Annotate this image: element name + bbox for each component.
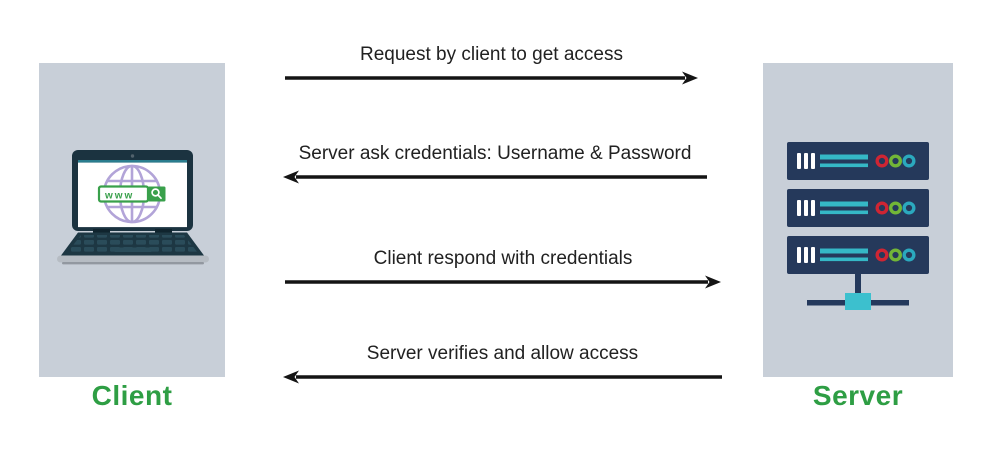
client-label: Client xyxy=(91,380,173,411)
laptop-hinge xyxy=(155,229,172,233)
search-icon xyxy=(151,188,162,200)
message-flow-4: Server verifies and allow access xyxy=(283,341,722,385)
webcam-dot xyxy=(130,154,135,158)
message-flow-1: Request by client to get access xyxy=(285,42,698,86)
screen-accent-strip xyxy=(78,160,187,163)
server-unit-3 xyxy=(785,234,931,276)
browser-search-bar: www xyxy=(97,185,166,203)
server-unit-1 xyxy=(785,140,931,182)
server-unit-2 xyxy=(785,187,931,229)
network-link xyxy=(807,274,909,310)
browser-url-text: www xyxy=(104,191,134,202)
laptop-base-shadow xyxy=(62,262,204,265)
message-label: Request by client to get access xyxy=(360,44,623,65)
arrow-left-icon xyxy=(283,370,722,384)
message-flow-3: Client respond with credentials xyxy=(285,246,721,290)
laptop-icon: www xyxy=(57,150,209,265)
laptop-keys xyxy=(67,235,198,253)
arrow-right-icon xyxy=(285,71,698,85)
laptop-base xyxy=(57,255,209,263)
arrow-right-icon xyxy=(285,275,721,289)
server-label: Server xyxy=(812,380,904,411)
laptop-hinge xyxy=(93,229,110,233)
message-flow-2: Server ask credentials: Username & Passw… xyxy=(283,141,707,185)
spacebar-key xyxy=(114,247,152,252)
message-label: Server ask credentials: Username & Passw… xyxy=(298,143,692,164)
message-label: Server verifies and allow access xyxy=(366,343,639,364)
message-label: Client respond with credentials xyxy=(373,248,633,269)
server-rack-icon xyxy=(785,140,931,310)
arrow-left-icon xyxy=(283,170,707,184)
